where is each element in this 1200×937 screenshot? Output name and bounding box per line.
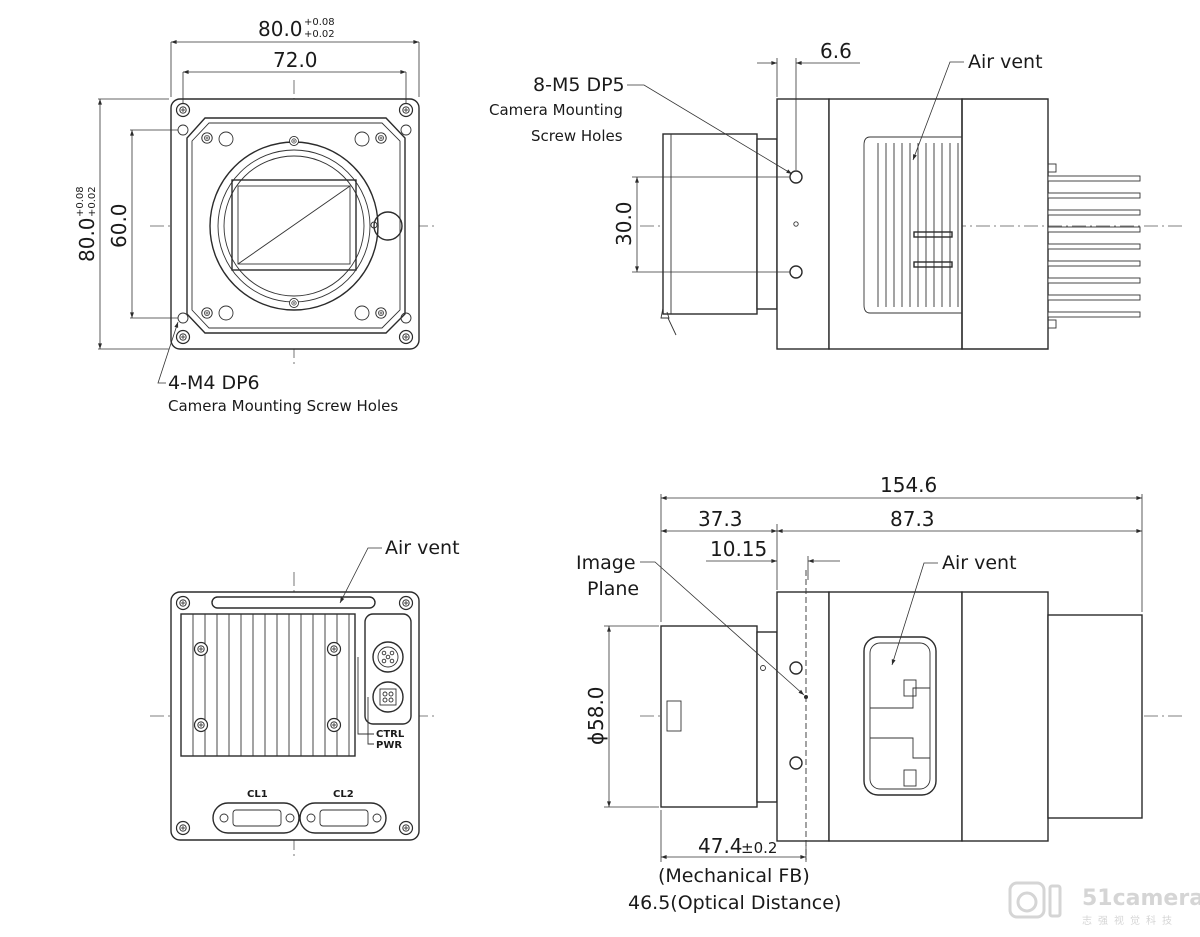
top-screw-note-1: Camera Mounting	[489, 101, 623, 119]
front-width-tol-upper: +0.08	[304, 17, 335, 28]
side-view-bottom: 154.6 37.3 87.3 10.15 Image Plane Air ve…	[576, 473, 1185, 914]
cooling-fins	[1047, 163, 1141, 329]
front-width-tol-lower: +0.02	[304, 29, 335, 40]
cl1-label: CL1	[247, 789, 268, 800]
top-hole-spacing: 30.0	[612, 201, 636, 246]
image-plane-label-1: Image	[576, 552, 636, 574]
watermark-logo: 51camera 志强视觉科技	[1008, 881, 1200, 927]
front-mount-plate	[186, 117, 406, 334]
front-screw-note: Camera Mounting Screw Holes	[168, 397, 398, 415]
cl1-connector	[212, 802, 300, 834]
side-view-top: 6.6 8-M5 DP5 Camera Mounting Screw Holes…	[489, 39, 1185, 350]
watermark-subtitle: 志强视觉科技	[1082, 914, 1178, 927]
ctrl-connector	[372, 641, 404, 673]
top-front-block	[776, 98, 830, 350]
front-width-label: 80.0	[258, 17, 303, 41]
cl2-connector	[299, 802, 387, 834]
top-middle-body	[828, 98, 963, 350]
diameter-symbol: ϕ	[584, 732, 608, 745]
image-plane-label-2: Plane	[587, 578, 639, 600]
image-plane-offset-label: 10.15	[710, 537, 767, 561]
rear-air-vent-label: Air vent	[385, 537, 460, 559]
mechanical-fb-label: 47.4	[698, 834, 743, 858]
diameter-label: 58.0	[584, 686, 608, 731]
pwr-connector	[372, 681, 404, 713]
top-screw-spec: 8-M5 DP5	[533, 74, 625, 96]
bottom-air-vent-label: Air vent	[942, 552, 1017, 574]
total-length-label: 154.6	[880, 473, 937, 497]
pwr-label: PWR	[376, 740, 402, 751]
front-hole-spacing-v: 60.0	[107, 203, 131, 248]
front-screw-spec: 4-M4 DP6	[168, 372, 260, 394]
front-height-tol-upper: +0.08	[75, 186, 86, 217]
front-height-tol-lower: +0.02	[87, 186, 98, 217]
rear-length-label: 87.3	[890, 507, 935, 531]
mechanical-fb-tol: ±0.2	[741, 839, 777, 857]
front-height-label: 80.0	[75, 217, 99, 262]
front-length-label: 37.3	[698, 507, 743, 531]
optical-distance-label: 46.5(Optical Distance)	[628, 892, 841, 914]
top-screw-note-2: Screw Holes	[531, 127, 623, 145]
mechanical-fb-note: (Mechanical FB)	[658, 865, 810, 887]
front-hole-spacing-h: 72.0	[273, 48, 318, 72]
rear-cover	[1047, 614, 1143, 819]
ctrl-label: CTRL	[376, 729, 405, 740]
rear-view: CTRL PWR CL1 CL2 Air vent	[150, 537, 460, 858]
top-offset-label: 6.6	[820, 39, 852, 63]
lens-release-button	[373, 211, 403, 241]
cl2-label: CL2	[333, 789, 354, 800]
bottom-front-block	[776, 591, 830, 842]
watermark-brand: 51camera	[1082, 886, 1200, 911]
rear-body-outline	[170, 591, 420, 841]
bottom-middle-body	[828, 591, 963, 842]
top-air-vent-label: Air vent	[968, 51, 1043, 73]
image-sensor	[231, 179, 357, 271]
front-view: 80.0 +0.08 +0.02 72.0 80.0 +0.08 +0.02 6…	[75, 17, 435, 415]
